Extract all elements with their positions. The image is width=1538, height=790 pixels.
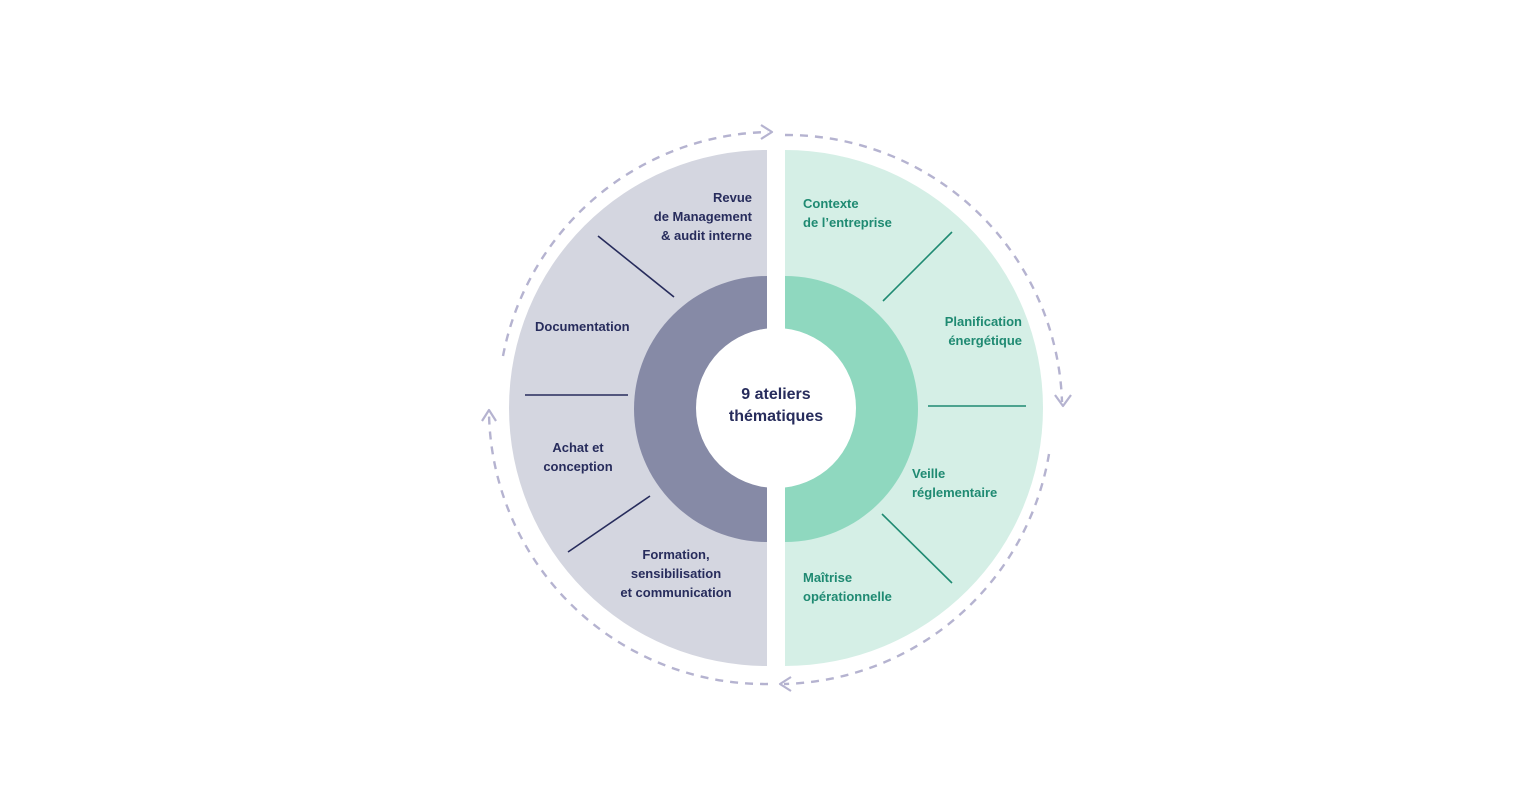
label-revue-management: Revue de Management & audit interne — [653, 190, 752, 243]
arrowhead-top-icon — [760, 124, 774, 140]
label-contexte-entreprise: Contexte de l’entreprise — [803, 196, 892, 230]
right-divider-1 — [882, 231, 953, 302]
center-circle — [696, 328, 856, 488]
label-formation-sensibilisation: Formation, sensibilisation et communicat… — [620, 547, 732, 600]
left-divider-3 — [567, 495, 651, 553]
label-achat-conception: Achat et conception — [543, 440, 613, 474]
left-divider-1 — [597, 235, 675, 298]
right-divider-3 — [881, 513, 953, 584]
label-veille-reglementaire: Veille réglementaire — [912, 466, 998, 500]
label-documentation: Documentation — [535, 319, 630, 334]
label-planification-energetique: Planification énergétique — [944, 314, 1022, 348]
cycle-arc-right — [784, 133, 1064, 403]
center-title: 9 ateliers thématiques — [728, 386, 824, 425]
arrowhead-left-icon — [481, 408, 497, 422]
arrowhead-right-icon — [1054, 394, 1072, 408]
cycle-arc-left — [487, 413, 769, 686]
arrowhead-bottom-icon — [778, 676, 792, 692]
label-maitrise-operationnelle: Maîtrise opérationnelle — [803, 570, 892, 604]
cycle-arc-top — [501, 130, 769, 357]
